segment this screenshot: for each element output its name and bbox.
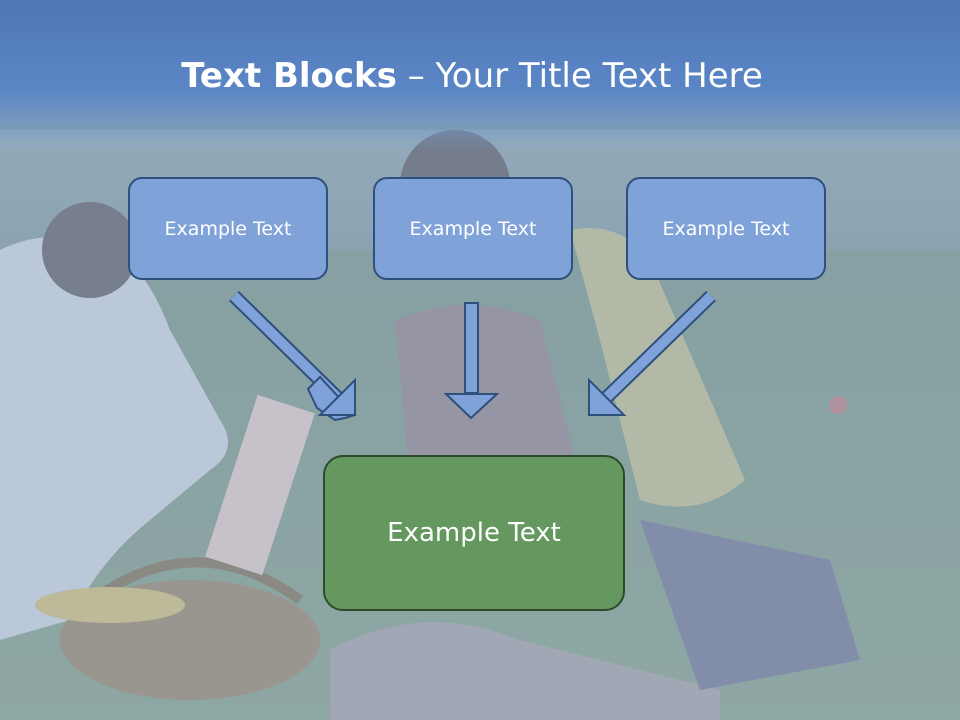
title-bar: [0, 0, 960, 150]
arrow-left: [229, 291, 357, 422]
text-block-3-label: Example Text: [662, 217, 790, 240]
target-block[interactable]: Example Text: [323, 455, 625, 611]
text-block-1[interactable]: Example Text: [128, 177, 328, 280]
arrow-center: [443, 302, 500, 420]
slide-title: Text Blocks – Your Title Text Here: [0, 54, 944, 98]
text-block-2-label: Example Text: [409, 217, 537, 240]
arrow-right: [588, 290, 716, 416]
target-block-label: Example Text: [387, 518, 561, 548]
text-block-2[interactable]: Example Text: [373, 177, 573, 280]
text-block-3[interactable]: Example Text: [626, 177, 826, 280]
title-rest: Your Title Text Here: [435, 56, 763, 96]
title-bold: Text Blocks: [181, 56, 397, 96]
text-block-1-label: Example Text: [164, 217, 292, 240]
title-separator: –: [396, 56, 436, 96]
